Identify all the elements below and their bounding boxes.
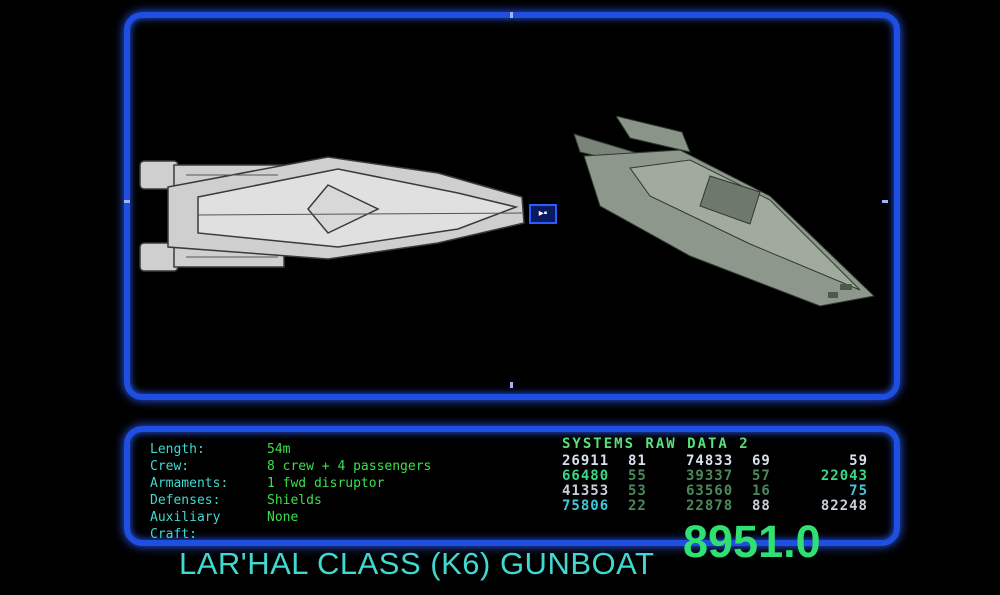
systems-row: 26911 81 74833 69 59 <box>562 454 868 469</box>
systems-cell: 75 <box>849 483 868 499</box>
spec-label: Defenses: <box>150 493 221 508</box>
spec-row-armaments: Armaments: 1 fwd disruptor <box>150 475 431 492</box>
systems-row: 75806 22 22878 88 82248 <box>562 499 868 514</box>
spec-value: 1 fwd disruptor <box>267 476 385 491</box>
systems-row: 41353 53 63560 16 75 <box>562 484 868 499</box>
spec-value: None <box>267 510 299 525</box>
spec-row-auxiliary-craft: Auxiliary Craft: None <box>150 509 431 543</box>
systems-row: 66480 55 39337 57 22043 <box>562 469 868 484</box>
spec-label: Auxiliary Craft: <box>150 510 221 542</box>
spec-label: Length: <box>150 442 205 457</box>
nacelle-top <box>615 116 691 153</box>
spec-value: 8 crew + 4 passengers <box>267 459 432 474</box>
spec-row-length: Length: 54m <box>150 441 431 458</box>
hull-center-plate <box>307 184 380 234</box>
spec-value: 54m <box>267 442 291 457</box>
spec-label: Crew: <box>150 459 190 474</box>
engine-nacelle-upper <box>139 160 179 190</box>
systems-cell: 82248 <box>820 498 868 514</box>
ship-render-perspective[interactable] <box>570 116 882 310</box>
systems-cell: 16 <box>752 483 771 499</box>
frame-tick <box>882 200 888 203</box>
hull-top-deck <box>629 159 861 291</box>
frame-tick <box>124 200 130 203</box>
systems-cell: 53 <box>628 483 647 499</box>
systems-cell: 22 <box>628 498 647 514</box>
frame-tick <box>510 12 513 18</box>
systems-cell: 22043 <box>820 468 868 484</box>
systems-cell: 66480 <box>562 468 610 484</box>
stardate-readout: 8951.0 <box>683 516 821 567</box>
spec-label: Armaments: <box>150 476 229 491</box>
systems-cell: 63560 <box>686 483 734 499</box>
systems-cell: 59 <box>849 453 868 469</box>
ship-class-title: LAR'HAL CLASS (K6) GUNBOAT <box>179 546 655 581</box>
systems-title: SYSTEMS RAW DATA 2 <box>562 436 750 452</box>
systems-cell: 81 <box>628 453 647 469</box>
systems-cell: 22878 <box>686 498 734 514</box>
systems-cell: 69 <box>752 453 771 469</box>
systems-cell: 26911 <box>562 453 610 469</box>
systems-cell: 75806 <box>562 498 610 514</box>
systems-cell: 74833 <box>686 453 734 469</box>
ship-schematic-topview[interactable] <box>138 135 530 280</box>
systems-cell: 41353 <box>562 483 610 499</box>
systems-cell: 55 <box>628 468 647 484</box>
data-frame <box>124 426 900 546</box>
systems-raw-data: SYSTEMS RAW DATA 2 26911 81 74833 69 59 … <box>562 436 868 514</box>
systems-cell: 57 <box>752 468 771 484</box>
selection-marker[interactable]: ▸▪ <box>529 204 557 224</box>
spec-list: Length: 54m Crew: 8 crew + 4 passengers … <box>150 441 431 543</box>
spec-row-defenses: Defenses: Shields <box>150 492 431 509</box>
systems-cell: 39337 <box>686 468 734 484</box>
systems-cell: 88 <box>752 498 771 514</box>
hull-insignia-panel <box>699 175 761 225</box>
frame-tick <box>510 382 513 388</box>
spec-row-crew: Crew: 8 crew + 4 passengers <box>150 458 431 475</box>
spec-value: Shields <box>267 493 322 508</box>
